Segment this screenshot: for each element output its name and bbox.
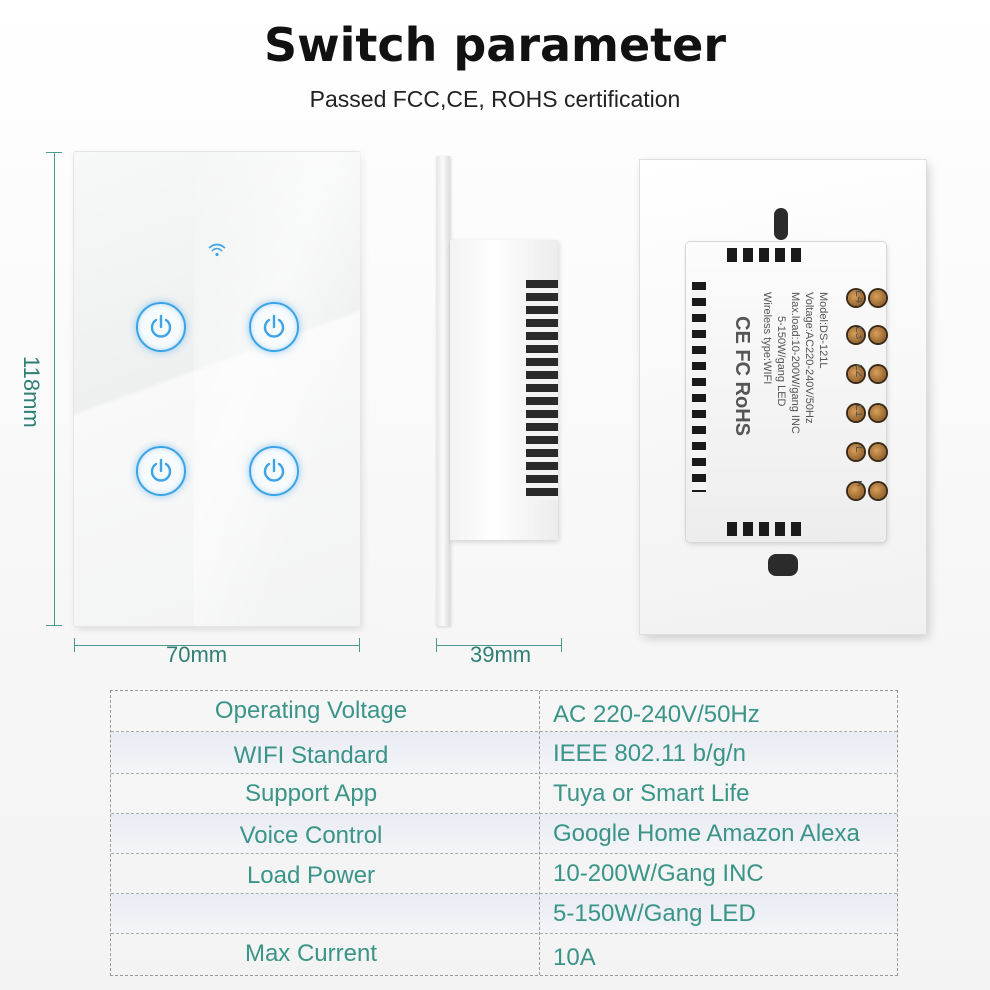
spec-value: 10-200W/Gang INC — [553, 860, 764, 887]
terminal-label-l3: L3 — [853, 326, 862, 340]
spec-value: AC 220-240V/50Hz — [553, 701, 760, 728]
vent-slot — [775, 522, 785, 536]
vent-slot — [743, 522, 753, 536]
touch-button-1[interactable] — [136, 302, 186, 352]
switch-front-panel — [74, 152, 364, 626]
mounting-notch-bottom — [768, 554, 798, 576]
label-line-led: 5-150W/gang LED — [775, 316, 787, 407]
power-icon — [150, 458, 172, 482]
vent-slot — [727, 248, 737, 262]
touch-button-4[interactable] — [249, 446, 299, 496]
vent-slot — [743, 248, 753, 262]
side-vents — [526, 280, 558, 500]
switch-side-body — [450, 240, 558, 540]
spec-label: Operating Voltage — [214, 697, 408, 724]
terminal-screw — [870, 444, 886, 460]
spec-value: IEEE 802.11 b/g/n — [553, 740, 747, 767]
spec-row-voice-control: Voice Control Google Home Amazon Alexa — [111, 813, 897, 854]
spec-row-load-power-led: 5-150W/Gang LED — [111, 893, 897, 934]
terminal-screw — [848, 327, 864, 343]
vent-slot — [791, 522, 801, 536]
width-dimension-tick-right — [359, 638, 360, 652]
terminal-screw — [870, 290, 886, 306]
terminal-label-l4: L4 — [853, 290, 862, 304]
power-icon — [263, 314, 285, 338]
label-line-maxload: Max.load:10-200W/gang INC — [789, 292, 801, 434]
spec-column-divider — [539, 691, 540, 975]
spec-label: Voice Control — [239, 822, 383, 849]
terminal-screw — [848, 366, 864, 382]
spec-value: 5-150W/Gang LED — [553, 900, 756, 927]
vent-slot — [759, 522, 769, 536]
wifi-icon — [208, 242, 226, 257]
switch-side-plate — [436, 156, 450, 626]
spec-row-max-current: Max Current 10A — [111, 933, 897, 976]
spec-table: Operating Voltage AC 220-240V/50Hz WIFI … — [110, 690, 898, 976]
touch-button-3[interactable] — [136, 446, 186, 496]
terminal-label-n: N — [853, 480, 862, 486]
vent-slot — [775, 248, 785, 262]
spec-value: Google Home Amazon Alexa — [553, 820, 860, 847]
label-line-wireless: Wireless type:WIFI — [761, 292, 773, 384]
mounting-notch-top — [774, 208, 788, 240]
label-line-voltage: Voltage:AC220-240V/50Hz — [803, 292, 815, 423]
power-icon — [263, 458, 285, 482]
spec-label: Support App — [244, 780, 378, 807]
label-line-model: Model:DS-121L — [817, 292, 829, 368]
terminal-label-l1: L1 — [853, 404, 862, 418]
vent-slot — [727, 522, 737, 536]
glass-sheen — [194, 152, 364, 626]
depth-dimension-line — [436, 645, 562, 646]
terminal-screw — [870, 405, 886, 421]
spec-row-wifi-standard: WIFI Standard IEEE 802.11 b/g/n — [111, 731, 897, 774]
terminal-screw — [848, 444, 864, 460]
height-dimension-tick-bottom — [46, 625, 62, 626]
vent-slot — [759, 248, 769, 262]
terminal-screw — [870, 366, 886, 382]
spec-row-load-power: Load Power 10-200W/Gang INC — [111, 853, 897, 894]
width-dimension-tick-left — [74, 638, 75, 652]
terminal-label-l: L — [853, 446, 862, 453]
depth-dimension-tick-left — [436, 638, 437, 652]
terminal-label-l2: L2 — [853, 364, 862, 378]
terminal-screw — [848, 483, 864, 499]
terminal-screw — [848, 290, 864, 306]
spec-label: Max Current — [244, 940, 378, 967]
spec-row-operating-voltage: Operating Voltage AC 220-240V/50Hz — [111, 691, 897, 731]
page-title: Switch parameter — [263, 18, 727, 72]
height-dimension-tick-top — [46, 152, 62, 153]
terminal-screw — [870, 483, 886, 499]
width-dimension-label: 70mm — [166, 642, 228, 667]
width-dimension-line — [74, 645, 360, 646]
spec-value: 10A — [553, 944, 596, 971]
height-dimension-line — [54, 152, 55, 626]
back-product-label: Model:DS-121L Voltage:AC220-240V/50Hz Ma… — [712, 286, 867, 489]
spec-label: WIFI Standard — [233, 742, 389, 769]
spec-row-support-app: Support App Tuya or Smart Life — [111, 773, 897, 814]
height-dimension-label: 118mm — [19, 356, 44, 428]
cert-marks: CE FC RoHS — [731, 316, 753, 436]
page-subtitle: Passed FCC,CE, ROHS certification — [309, 86, 681, 112]
touch-button-2[interactable] — [249, 302, 299, 352]
depth-dimension-tick-right — [561, 638, 562, 652]
terminal-screw — [870, 327, 886, 343]
spec-value: Tuya or Smart Life — [553, 780, 750, 807]
spec-label: Load Power — [246, 862, 376, 889]
terminal-screw — [848, 405, 864, 421]
vent-slot — [791, 248, 801, 262]
depth-dimension-label: 39mm — [470, 642, 532, 667]
power-icon — [150, 314, 172, 338]
side-vent-slots — [692, 282, 706, 492]
